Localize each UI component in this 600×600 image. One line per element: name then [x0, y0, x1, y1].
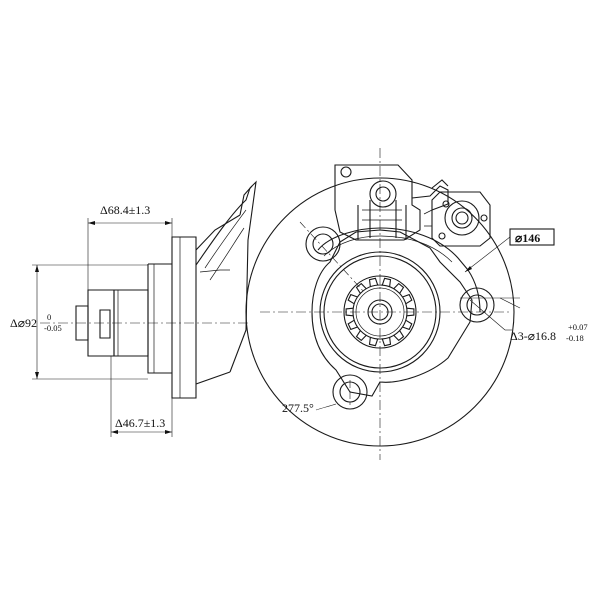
gear-tooth [402, 319, 413, 331]
angle-label: 277.5° [282, 401, 314, 415]
gear-tooth [381, 337, 392, 347]
length-bottom-label: Δ46.7±1.3 [115, 416, 165, 430]
shaft [75, 305, 89, 341]
side-view [40, 180, 257, 399]
dim-pilot-diameter: Δ⌀92 0 -0.05 [10, 264, 148, 380]
svg-text:-0.18: -0.18 [566, 333, 584, 343]
front-view [245, 148, 515, 460]
gear-tooth [355, 330, 367, 342]
svg-text:-0.05: -0.05 [44, 323, 62, 333]
pilot-diameter-label: Δ⌀92 [10, 316, 37, 330]
terminal-block [334, 164, 491, 247]
dim-bolt-holes: Δ3-⌀16.8 +0.07 -0.18 [460, 297, 588, 343]
dim-length-bottom: Δ46.7±1.3 [110, 356, 173, 437]
gear-housing-profile [195, 180, 257, 373]
housing-outline [311, 229, 473, 397]
gear-tooth [368, 277, 379, 287]
length-top-label: Δ68.4±1.3 [100, 203, 150, 217]
outer-diameter-label: ⌀146 [515, 231, 540, 245]
gear-tooth [347, 319, 358, 331]
gear-tooth [393, 330, 405, 342]
bolt-holes [305, 226, 495, 410]
mounting-flange [171, 236, 197, 399]
dim-length-top: Δ68.4±1.3 [87, 203, 173, 290]
gear-tooth [355, 282, 367, 294]
dim-angle: 277.5° [282, 401, 337, 415]
gear-tooth [368, 337, 379, 347]
svg-text:+0.07: +0.07 [568, 322, 588, 332]
bolt-holes-label: Δ3-⌀16.8 [510, 329, 556, 343]
svg-text:0: 0 [47, 312, 51, 322]
gear-tooth [347, 293, 358, 305]
dim-outer-diameter: ⌀146 [464, 228, 555, 273]
gear-tooth [402, 293, 413, 305]
gear-tooth [381, 277, 392, 287]
gear-tooth [393, 282, 405, 294]
housing-body [147, 263, 172, 374]
